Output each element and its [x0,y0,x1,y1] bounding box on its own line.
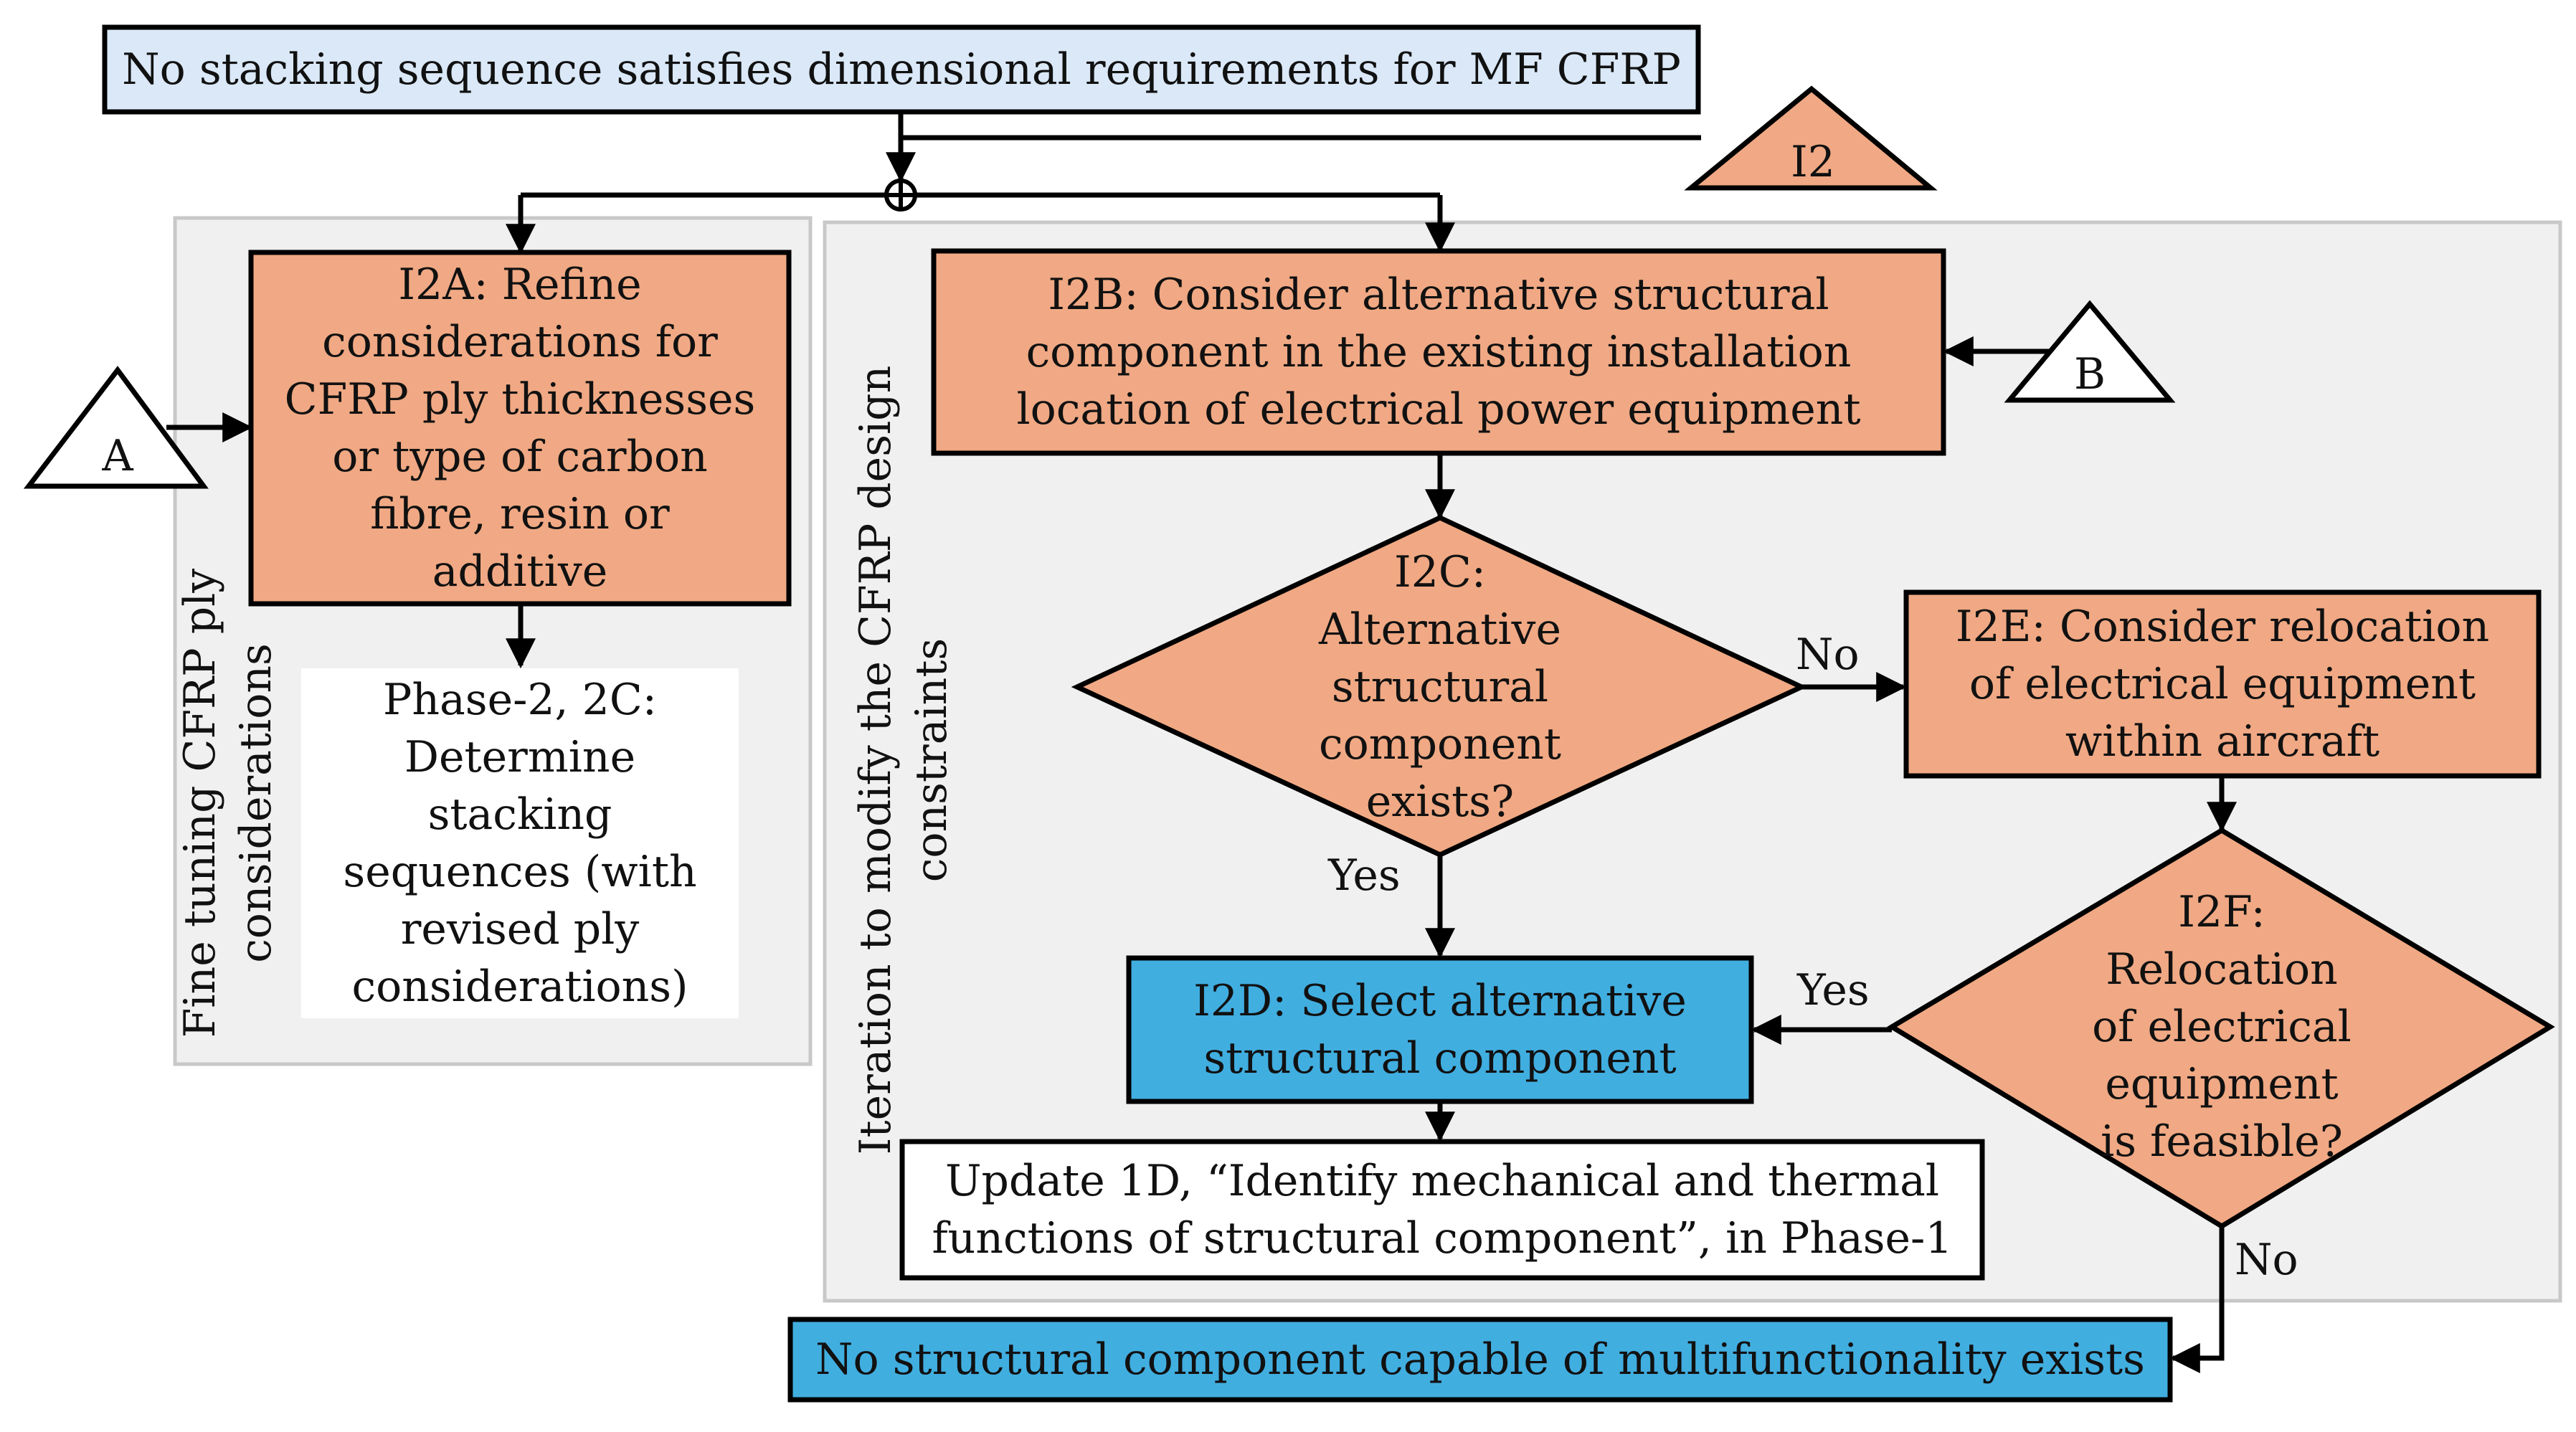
i2a-box [248,250,792,607]
i2a-line-1: I2A: Refine [398,260,642,310]
i2a-line-5: fibre, resin or [370,489,670,539]
junction-symbol [884,179,917,212]
connector-i2-label: I2 [1791,137,1835,187]
i2f-line-1: I2F: [2178,887,2265,937]
i2a-line-6: additive [432,546,608,597]
i2a-line-2: considerations for [322,317,718,367]
i2b-line-3: location of electrical power equipment [1016,384,1861,435]
left-panel-title: Fine tuning CFRP ply considerations [172,569,284,1038]
edge-label-i2f-no: No [2235,1235,2298,1285]
i2e-line-2: of electrical equipment [1969,659,2476,709]
left-panel-title-line-2: considerations [231,643,281,963]
phase2-line-5: revised ply [400,904,640,954]
connector-a-label: A [102,431,133,481]
i2c-text: I2C: Alternative structural component ex… [1219,544,1661,830]
top-box-label: No stacking sequence satisfies dimension… [122,44,1681,95]
i2f-line-5: is feasible? [2101,1116,2343,1167]
i2e-line-3: within aircraft [2065,716,2380,767]
i2d-line-2: structural component [1203,1033,1677,1084]
i2d-text: I2D: Select alternative structural compo… [1129,958,1751,1101]
phase2-text: Phase-2, 2C: Determine stacking sequence… [301,668,739,1018]
left-panel-title-line-1: Fine tuning CFRP ply [175,568,225,1038]
connector-i2-triangle [1684,85,1938,191]
i2b-text: I2B: Consider alternative structural com… [934,251,1943,453]
i2e-text: I2E: Consider relocation of electrical e… [1906,592,2539,776]
i2a-line-3: CFRP ply thicknesses [284,374,756,425]
i2a-text: I2A: Refine considerations for CFRP ply … [251,252,789,604]
top-box-text: No stacking sequence satisfies dimension… [105,27,1698,112]
right-panel-title: Iteration to modify the CFRP design cons… [848,366,960,1154]
update-line-1: Update 1D, “Identify mechanical and ther… [944,1156,1940,1206]
i2f-line-3: of electrical [2092,1002,2352,1052]
update-line-2: functions of structural component”, in P… [932,1213,1953,1263]
i2c-line-5: exists? [1365,777,1515,827]
i2d-line-1: I2D: Select alternative [1193,976,1687,1026]
update-text: Update 1D, “Identify mechanical and ther… [902,1142,1982,1278]
i2b-line-2: component in the existing installation [1026,327,1852,377]
i2c-line-4: component [1318,719,1562,769]
edge-label-i2c-no: No [1796,630,1860,680]
i2e-line-1: I2E: Consider relocation [1955,602,2490,652]
connector-b-label: B [2073,349,2106,399]
edge-i2f-no [2169,1226,2225,1373]
i2e-box [1903,589,2542,779]
bottom-box-label: No structural component capable of multi… [815,1334,2145,1385]
i2c-line-2: Alternative [1319,604,1561,655]
phase2-box [301,668,739,1018]
edge-label-i2f-yes: Yes [1797,965,1870,1015]
phase2-line-2: Determine [404,732,636,782]
i2c-line-1: I2C: [1394,547,1486,597]
update-box [899,1139,1985,1281]
i2c-line-3: structural [1331,662,1549,712]
connector-a-triangle [23,366,209,489]
i2b-line-1: I2B: Consider alternative structural [1048,270,1829,320]
phase2-line-4: sequences (with [343,847,697,897]
phase2-line-1: Phase-2, 2C: [383,675,657,725]
bottom-box-text: No structural component capable of multi… [790,1319,2170,1400]
bottom-box [787,1317,2173,1403]
phase2-line-6: considerations) [351,962,688,1012]
i2a-line-4: or type of carbon [332,432,708,482]
i2f-text: I2F: Relocation of electrical equipment … [2008,883,2435,1170]
phase2-line-3: stacking [427,790,612,840]
right-panel-title-line-1: Iteration to modify the CFRP design [851,365,901,1155]
edge-label-i2c-yes: Yes [1328,850,1401,901]
i2f-line-4: equipment [2105,1059,2339,1109]
i2f-line-2: Relocation [2106,944,2338,995]
right-panel-title-line-2: constraints [906,637,957,883]
